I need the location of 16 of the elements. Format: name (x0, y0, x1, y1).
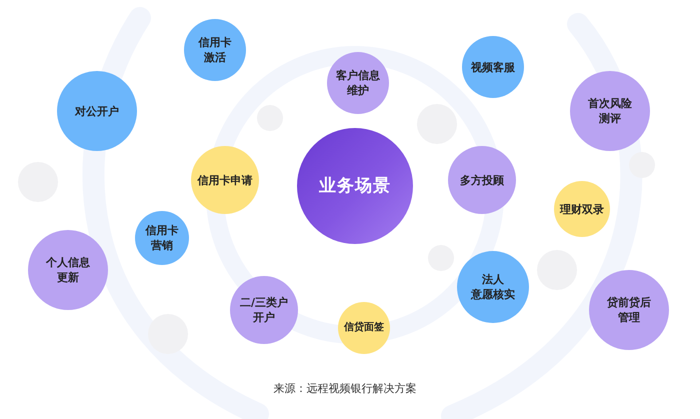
topic-bubble: 多方投顾 (448, 146, 516, 214)
topic-bubble: 贷前贷后管理 (589, 270, 669, 350)
core-bubble: 业务场景 (297, 128, 413, 244)
topic-bubble: 视频客服 (462, 36, 524, 98)
topic-bubble: 信贷面签 (338, 302, 390, 354)
topic-bubble: 对公开户 (57, 71, 137, 151)
topic-bubble: 二/三类户开户 (230, 276, 298, 344)
topic-bubble: 信用卡申请 (191, 146, 259, 214)
topic-bubble: 个人信息更新 (28, 230, 108, 310)
topic-bubble: 信用卡营销 (135, 211, 189, 265)
topic-bubble: 信用卡激活 (184, 19, 246, 81)
topic-bubble: 法人意愿核实 (457, 251, 529, 323)
topic-bubble: 客户信息维护 (327, 52, 389, 114)
topic-bubble: 首次风险测评 (570, 71, 650, 151)
topic-bubble: 理财双录 (554, 181, 610, 237)
source-caption: 来源：远程视频银行解决方案 (274, 382, 416, 396)
